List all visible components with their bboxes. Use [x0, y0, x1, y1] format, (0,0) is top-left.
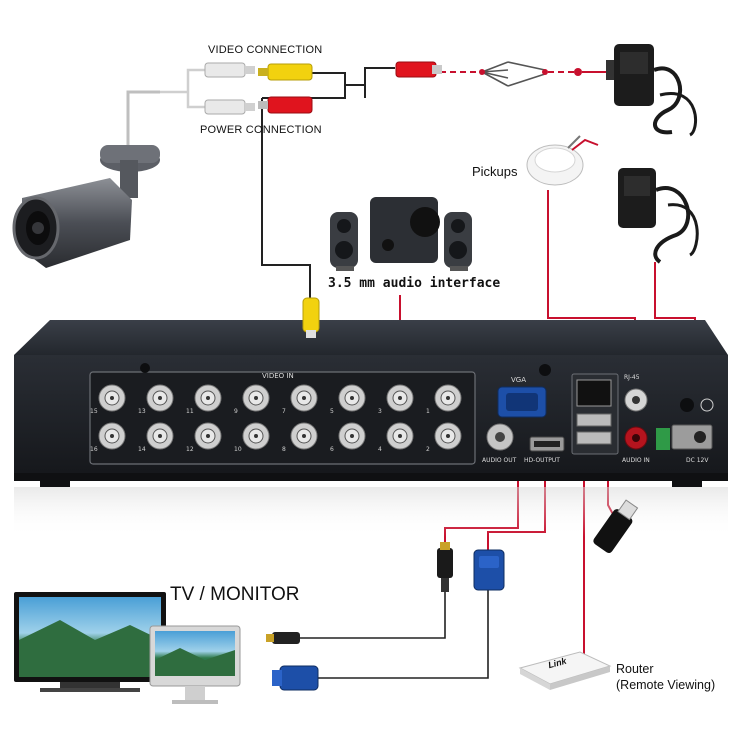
- red-dc-connector: [395, 61, 442, 78]
- vga-label: VGA: [511, 376, 527, 384]
- audio-out-label: AUDIO OUT: [482, 457, 517, 464]
- bnc-connector-pin: [446, 434, 450, 438]
- router-remote-label: (Remote Viewing): [616, 678, 716, 692]
- bnc-connector-pin: [254, 396, 258, 400]
- power-adapter-top: [606, 44, 697, 137]
- cctv-camera: [12, 145, 160, 268]
- bnc-channel-number: 15: [90, 408, 98, 415]
- speaker-set: [330, 197, 472, 271]
- video-in-label: VIDEO IN: [262, 372, 294, 380]
- power-dc-plug: [204, 96, 313, 115]
- bnc-connector-pin: [302, 434, 306, 438]
- router-device: [518, 651, 612, 690]
- bnc-channel-number: 13: [138, 408, 146, 415]
- bnc-connector-pin: [446, 396, 450, 400]
- vga-plug: [473, 549, 505, 591]
- monitor-vga-cable-end: [272, 665, 319, 691]
- tv-monitor-label: TV / MONITOR: [170, 584, 300, 605]
- bnc-connector-pin: [302, 396, 306, 400]
- tv-monitor: [14, 592, 166, 692]
- camera-cable: [126, 68, 205, 160]
- bnc-channel-number: 5: [330, 408, 334, 415]
- rj45-label: RJ-45: [624, 374, 640, 381]
- bnc-channel-number: 4: [378, 446, 382, 453]
- dvr-video-plug: [302, 297, 320, 338]
- bnc-channel-number: 9: [234, 408, 238, 415]
- bnc-connector-pin: [398, 434, 402, 438]
- audio-in-label: AUDIO IN: [622, 457, 650, 464]
- bnc-channel-number: 14: [138, 446, 146, 453]
- pickups-label: Pickups: [472, 164, 518, 179]
- bnc-channel-number: 10: [234, 446, 242, 453]
- bnc-connector-pin: [158, 434, 162, 438]
- hdmi-plug: [437, 542, 453, 592]
- bnc-connector-pin: [398, 396, 402, 400]
- power-adapter-bottom: [618, 168, 699, 264]
- audio-interface-label: 3.5 mm audio interface: [328, 276, 501, 291]
- bnc-channel-number: 3: [378, 408, 382, 415]
- power-connection-label: POWER CONNECTION: [200, 124, 322, 136]
- bnc-connector-pin: [350, 396, 354, 400]
- bnc-connector-pin: [110, 434, 114, 438]
- bnc-connector-pin: [206, 434, 210, 438]
- power-splitter: [479, 61, 582, 87]
- bnc-connectors: [98, 384, 462, 450]
- monitor-cables: [300, 590, 489, 679]
- monitor-hdmi-cable-end: [266, 632, 300, 644]
- bnc-connector-pin: [350, 434, 354, 438]
- dvr-recorder: [14, 320, 728, 537]
- bnc-channel-number: 2: [426, 446, 430, 453]
- bnc-channel-number: 12: [186, 446, 194, 453]
- dc-label: DC 12V: [686, 457, 709, 464]
- bnc-connector-pin: [254, 434, 258, 438]
- bnc-connector-pin: [110, 396, 114, 400]
- bnc-connector-pin: [206, 396, 210, 400]
- bnc-channel-number: 6: [330, 446, 334, 453]
- hd-output-label: HD-OUTPUT: [524, 457, 560, 464]
- usb-stick: [593, 499, 639, 554]
- pickup-microphone: [526, 135, 599, 186]
- bnc-channel-number: 8: [282, 446, 286, 453]
- bnc-channel-number: 16: [90, 446, 98, 453]
- video-rca-plug: [204, 62, 313, 81]
- bnc-channel-number: 11: [186, 408, 194, 415]
- bnc-connector-pin: [158, 396, 162, 400]
- video-connection-label: VIDEO CONNECTION: [208, 44, 323, 56]
- router-label: Router: [616, 662, 654, 676]
- desktop-monitor: [149, 625, 241, 704]
- bnc-channel-number: 1: [426, 408, 430, 415]
- bnc-channel-number: 7: [282, 408, 286, 415]
